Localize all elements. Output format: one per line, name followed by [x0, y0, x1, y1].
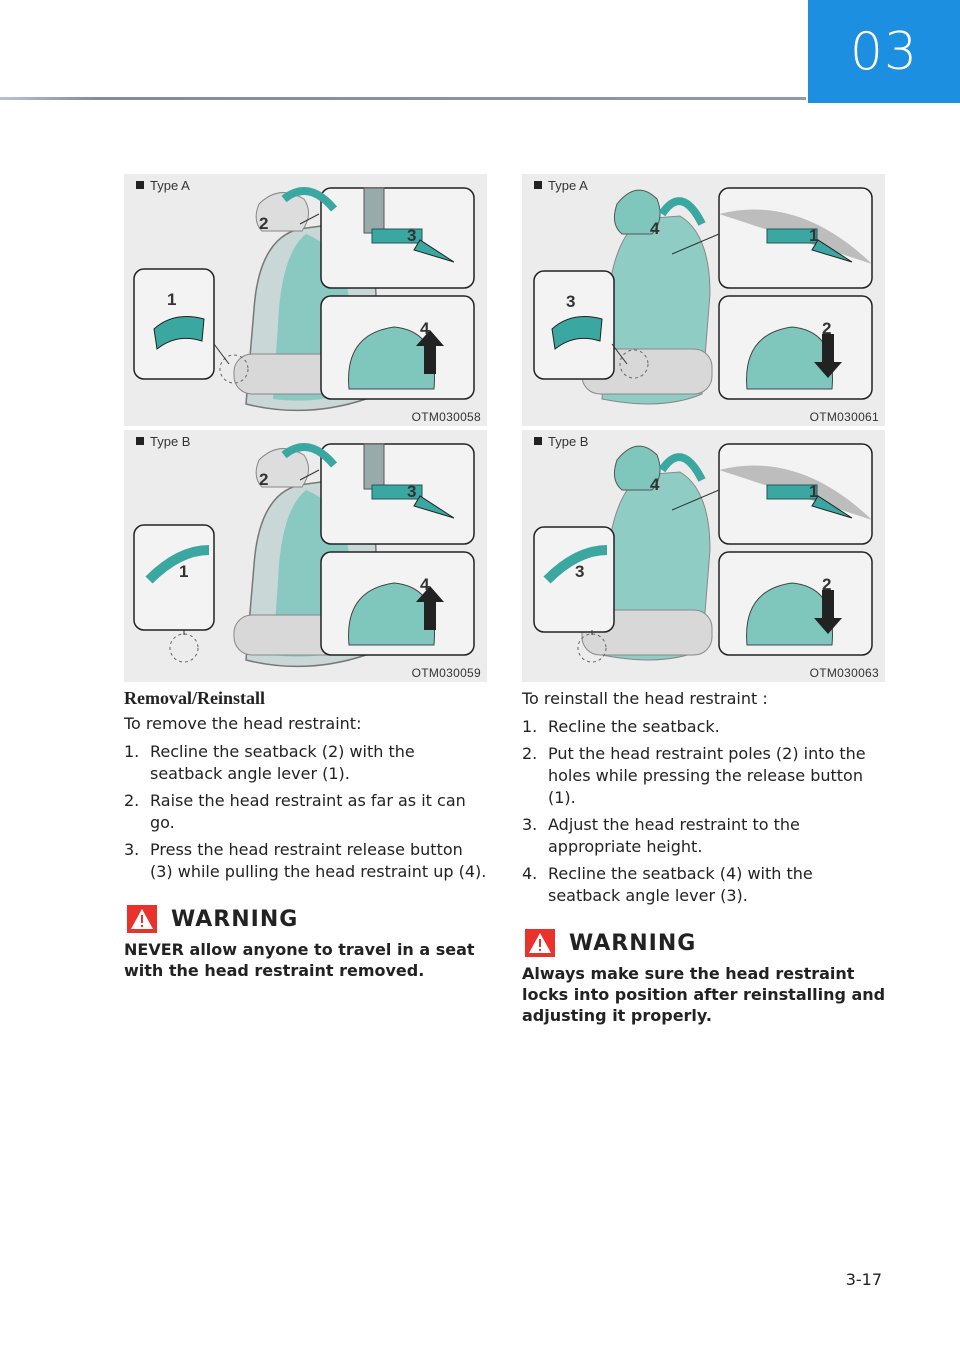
figure-code: OTM030063	[809, 666, 879, 680]
callout-number: 2	[822, 319, 832, 338]
list-item: 3.Press the head restraint release butto…	[124, 840, 487, 881]
list-item: 1.Recline the seatback.	[522, 717, 720, 736]
figure-type-label: Type A	[534, 178, 588, 193]
list-item: 2.Put the head restraint poles (2) into …	[522, 744, 866, 807]
chapter-tab: 03	[808, 0, 960, 103]
warning-text: NEVER allow anyone to travel in a seat w…	[124, 940, 475, 980]
figure-type-label: Type B	[534, 434, 588, 449]
warning-title: WARNING	[569, 930, 697, 956]
remove-intro: To remove the head restraint:	[124, 714, 362, 733]
bullet-square-icon	[534, 181, 542, 189]
callout-number: 4	[420, 575, 430, 594]
figure-left-type-a: Type A OTM030058 2 3 1 4	[124, 174, 487, 426]
seat-illustration	[133, 187, 475, 412]
warning-icon	[127, 905, 157, 933]
callout-number: 2	[822, 575, 832, 594]
page-number: 3-17	[845, 1270, 882, 1289]
bullet-square-icon	[136, 437, 144, 445]
list-item: 2.Raise the head restraint as far as it …	[124, 791, 466, 832]
header-rule	[0, 97, 806, 100]
reinstall-steps: 1.Recline the seatback. 2.Put the head r…	[522, 716, 887, 907]
figure-left-type-b: Type B OTM030059 2 3 1 4	[124, 430, 487, 682]
right-column: To reinstall the head restraint : 1.Recl…	[522, 688, 887, 1026]
figure-type-label: Type B	[136, 434, 190, 449]
callout-number: 4	[420, 319, 430, 338]
seat-illustration	[133, 443, 475, 668]
list-item: 1.Recline the seatback (2) with the seat…	[124, 742, 415, 783]
warning-title: WARNING	[171, 906, 299, 932]
callout-number: 3	[566, 292, 576, 311]
figure-right-type-a: Type A OTM030061 4 1 3 2	[522, 174, 885, 426]
callout-number: 3	[407, 482, 417, 501]
callout-number: 1	[809, 482, 819, 501]
callout-number: 1	[167, 290, 177, 309]
figure-code: OTM030058	[411, 410, 481, 424]
figure-code: OTM030059	[411, 666, 481, 680]
callout-number: 1	[809, 226, 819, 245]
figure-right-type-b: Type B OTM030063 4 1 3 2	[522, 430, 885, 682]
callout-number: 2	[259, 214, 269, 233]
callout-number: 1	[179, 562, 189, 581]
warning-heading: WARNING	[522, 929, 887, 957]
bullet-square-icon	[534, 437, 542, 445]
left-column: Removal/Reinstall To remove the head res…	[124, 688, 489, 981]
figure-type-label: Type A	[136, 178, 190, 193]
callout-number: 4	[650, 475, 660, 494]
callout-number: 4	[650, 219, 660, 238]
list-item: 3.Adjust the head restraint to the appro…	[522, 815, 800, 856]
seat-illustration	[533, 187, 873, 405]
callout-number: 2	[259, 470, 269, 489]
callout-number: 3	[575, 562, 585, 581]
list-item: 4.Recline the seatback (4) with the seat…	[522, 864, 813, 905]
section-title: Removal/Reinstall	[124, 688, 265, 708]
warning-icon	[525, 929, 555, 957]
warning-heading: WARNING	[124, 905, 489, 933]
reinstall-intro: To reinstall the head restraint :	[522, 689, 768, 708]
seat-illustration	[533, 443, 873, 663]
bullet-square-icon	[136, 181, 144, 189]
figure-code: OTM030061	[809, 410, 879, 424]
callout-number: 3	[407, 226, 417, 245]
warning-text: Always make sure the head restraint lock…	[522, 964, 886, 1025]
remove-steps: 1.Recline the seatback (2) with the seat…	[124, 741, 489, 883]
